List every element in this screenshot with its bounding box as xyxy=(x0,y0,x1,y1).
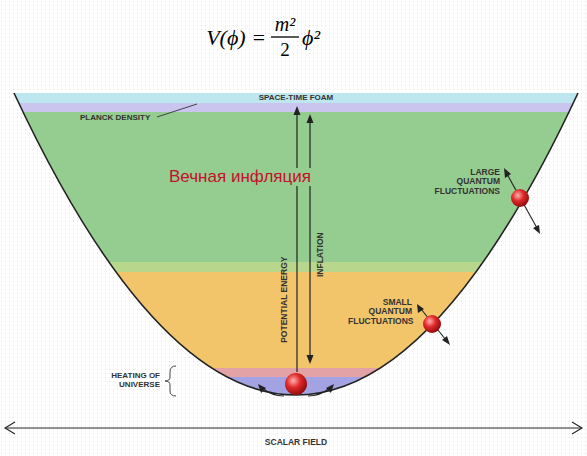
foam-band xyxy=(0,90,587,103)
arrow-head xyxy=(417,304,424,313)
potential-curve xyxy=(14,93,578,395)
energy-bands xyxy=(0,90,587,407)
field-ball xyxy=(511,189,529,207)
axis-label: INFLATION xyxy=(315,233,324,278)
transition-band xyxy=(0,262,587,272)
formula-part: m² xyxy=(275,13,295,35)
energy-arrow xyxy=(296,113,297,372)
band-label: SPACE-TIME FOAM xyxy=(259,94,334,103)
formula-part: 2 xyxy=(280,40,290,61)
fluctuation-arrow xyxy=(507,174,537,228)
band-label: PLANCK DENSITY xyxy=(80,114,150,123)
axis-label: POTENTIAL ENERGY xyxy=(280,257,289,343)
arrow-head xyxy=(442,336,450,345)
region-title: Вечная инфляция xyxy=(166,168,314,187)
fraction-bar xyxy=(271,36,299,37)
formula-part: V(ϕ) = xyxy=(206,26,266,50)
heating-label: HEATING OF UNIVERSE xyxy=(104,372,160,390)
fluctuation-label: LARGE QUANTUM FLUCTUATIONS xyxy=(428,168,500,196)
axis-label: SCALAR FIELD xyxy=(265,438,327,447)
leader-line xyxy=(157,104,197,117)
arrow-head xyxy=(504,168,511,178)
arrow-head xyxy=(5,422,15,434)
arrow-head xyxy=(326,384,334,393)
field-ball xyxy=(423,315,441,333)
orange-band xyxy=(0,272,587,368)
field-ball xyxy=(285,373,307,395)
arrow-head xyxy=(533,225,540,234)
arrow-head xyxy=(572,422,582,434)
fluctuation-label: SMALL QUANTUM FLUCTUATIONS xyxy=(348,298,412,326)
fluctuation-arrow xyxy=(421,309,446,340)
field-axis xyxy=(5,427,582,428)
arrow-head xyxy=(307,114,314,123)
formula-part: ϕ² xyxy=(302,26,320,50)
oscillation-arrow xyxy=(262,388,284,396)
arrow-head xyxy=(294,106,301,115)
planck-band xyxy=(0,103,587,112)
arrow-head xyxy=(307,355,314,364)
bracket xyxy=(165,366,176,396)
inflation-arrow xyxy=(309,120,310,358)
arrow-head xyxy=(258,384,266,393)
oscillation-arrow xyxy=(308,388,330,396)
